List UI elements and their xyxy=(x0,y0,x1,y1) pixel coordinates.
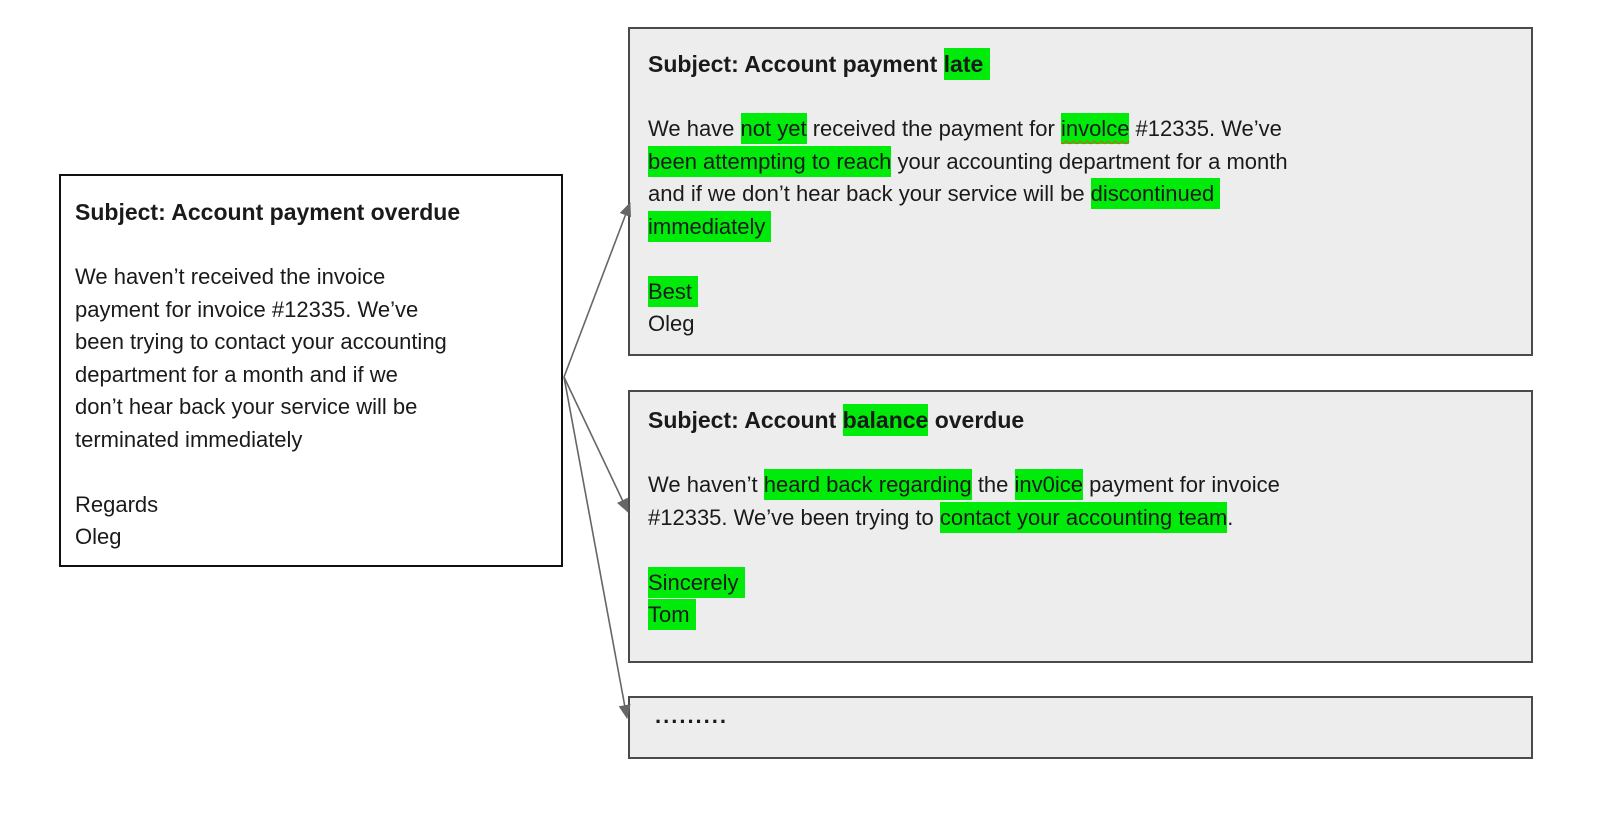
highlighted-text: balance xyxy=(842,404,929,436)
text-segment: don’t hear back your service will be xyxy=(75,394,418,419)
highlighted-text: contact your accounting team xyxy=(939,501,1228,533)
variant-2-subject: Subject: Account balance overdue xyxy=(648,404,1513,437)
text-segment: and if we don’t hear back your service w… xyxy=(648,181,1091,206)
variant-2-body: We haven’t heard back regarding the inv0… xyxy=(648,469,1513,534)
text-segment: Regards xyxy=(75,491,159,517)
text-segment: overdue xyxy=(928,407,1025,433)
variant-2-closing: Sincerely Tom xyxy=(648,566,1513,632)
text-segment: Subject: Account xyxy=(648,407,843,433)
text-segment: received the payment for xyxy=(806,116,1061,141)
text-line: and if we don’t hear back your service w… xyxy=(648,178,1513,211)
text-segment: department for a month and if we xyxy=(75,361,398,387)
text-line: been trying to contact your accounting xyxy=(75,326,547,359)
text-segment: been trying to contact your accounting xyxy=(75,329,447,354)
highlighted-text: late xyxy=(943,48,990,80)
text-segment: . xyxy=(1227,504,1234,530)
text-segment: Subject: Account payment xyxy=(648,51,944,77)
text-line: Oleg xyxy=(75,521,547,554)
arrow-to-variant-2 xyxy=(563,376,629,513)
source-email-subject: Subject: Account payment overdue xyxy=(75,199,461,225)
highlighted-text: heard back regarding xyxy=(763,469,972,500)
text-segment: Oleg xyxy=(75,524,122,549)
arrow-to-variant-1 xyxy=(563,202,631,378)
variant-1-body: We have not yet received the payment for… xyxy=(648,113,1513,243)
text-segment: the xyxy=(971,472,1015,497)
text-line: We haven’t received the invoice xyxy=(75,261,547,294)
highlighted-text: Sincerely xyxy=(648,566,745,598)
highlighted-text: been attempting to reach xyxy=(648,145,892,177)
variant-1-subject: Subject: Account payment late xyxy=(648,48,1513,81)
text-segment: your accounting department for a month xyxy=(891,148,1288,174)
text-line: Regards xyxy=(75,489,547,522)
text-line: Oleg xyxy=(648,308,1513,341)
variant-1-closing: Best Oleg xyxy=(648,275,1513,341)
highlighted-text: discontinued xyxy=(1090,178,1221,209)
text-segment: payment for invoice xyxy=(1083,472,1280,497)
text-line: department for a month and if we xyxy=(75,359,547,392)
text-line: Sincerely xyxy=(648,566,1513,600)
text-line: terminated immediately xyxy=(75,424,547,457)
variant-email-card-2: Subject: Account balance overdue We have… xyxy=(628,390,1533,663)
highlighted-text: Tom xyxy=(648,599,696,630)
highlighted-text: not yet xyxy=(740,113,807,144)
text-line: Tom xyxy=(648,599,1513,632)
source-email-card: Subject: Account payment overdue We have… xyxy=(59,174,563,567)
highlighted-text: immediately xyxy=(648,210,772,242)
text-line: We haven’t heard back regarding the inv0… xyxy=(648,469,1513,502)
variant-email-card-1: Subject: Account payment late We have no… xyxy=(628,27,1533,356)
more-variants-card: ......... xyxy=(628,696,1533,759)
text-line: We have not yet received the payment for… xyxy=(648,113,1513,146)
text-line: #12335. We’ve been trying to contact you… xyxy=(648,501,1513,535)
text-segment: We haven’t xyxy=(648,472,764,497)
more-variants-ellipsis: ......... xyxy=(655,703,729,728)
source-email-body: We haven’t received the invoice payment f… xyxy=(75,261,547,456)
text-segment: We have xyxy=(648,116,741,141)
text-line: immediately xyxy=(648,210,1513,244)
text-line: payment for invoice #12335. We’ve xyxy=(75,294,547,327)
highlighted-text: inv0ice xyxy=(1014,469,1083,500)
text-segment: terminated immediately xyxy=(75,426,303,452)
text-segment: #12335. We’ve xyxy=(1129,116,1282,141)
text-segment: #12335. We’ve been trying to xyxy=(648,504,940,530)
highlighted-text: Best xyxy=(648,275,699,307)
arrow-to-more-variants xyxy=(563,376,631,719)
text-line: don’t hear back your service will be xyxy=(75,391,547,424)
text-segment: payment for invoice #12335. We’ve xyxy=(75,296,419,322)
text-segment: We haven’t received the invoice xyxy=(75,264,386,289)
highlighted-text: involce xyxy=(1060,113,1130,144)
text-line: been attempting to reach your accounting… xyxy=(648,145,1513,179)
text-segment: Oleg xyxy=(648,311,695,336)
text-line: Best xyxy=(648,275,1513,309)
